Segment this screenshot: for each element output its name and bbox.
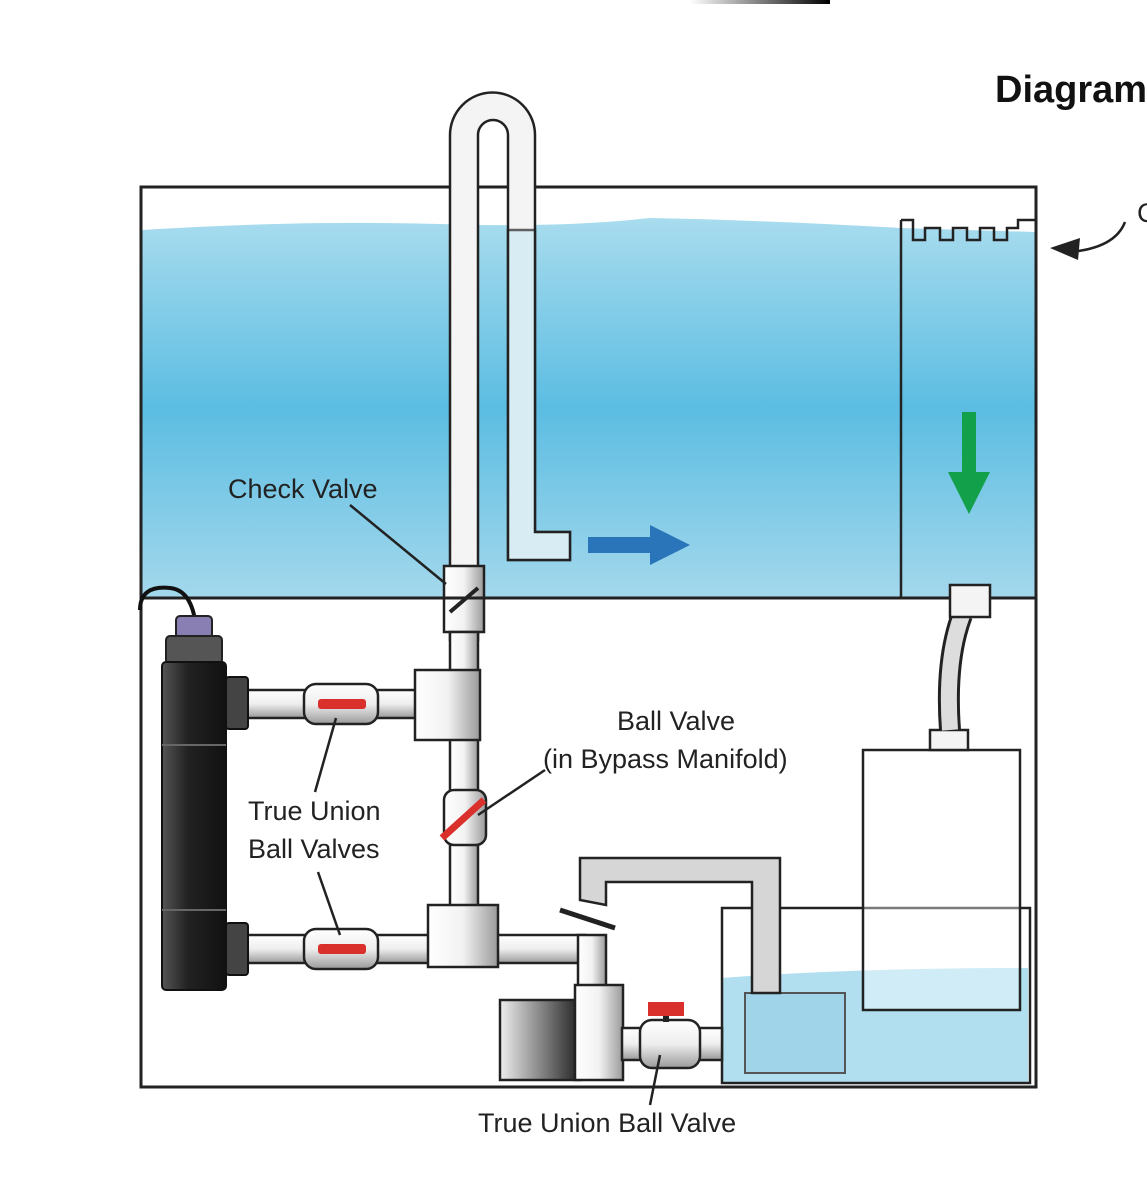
- check-valve-label: Check Valve: [228, 474, 378, 504]
- drain-hose: [937, 583, 992, 731]
- intake-check-valve: [559, 907, 616, 931]
- upper-true-union-valve: [302, 682, 380, 726]
- pump-intake-pipe: [578, 856, 782, 995]
- true-union-label-line2: Ball Valves: [248, 834, 380, 864]
- upper-tee: [413, 668, 482, 742]
- diagram-title: Diagram: [995, 69, 1147, 111]
- flow-arrow-down-icon: [948, 412, 990, 514]
- overflow-box: [899, 218, 1036, 598]
- flow-arrow-right-icon: [588, 525, 690, 565]
- return-pump: [498, 983, 625, 1082]
- pump-valve-leader: [648, 1054, 662, 1106]
- pump-true-union-valve: [620, 1002, 724, 1070]
- true-union-leader-upper: [313, 717, 338, 793]
- filter-chamber: [861, 728, 1022, 1012]
- true-union-single-label: True Union Ball Valve: [478, 1108, 736, 1138]
- bypass-valve-leader: [477, 768, 546, 817]
- lower-tee: [426, 903, 500, 969]
- uv-sterilizer: [138, 585, 249, 991]
- sump-tank: [720, 906, 1032, 1085]
- lower-true-union-valve: [302, 927, 380, 971]
- true-union-label-line1: True Union: [248, 796, 381, 826]
- ball-valve-label-line2: (in Bypass Manifold): [543, 744, 788, 774]
- sump-cabinet: [139, 596, 1038, 1089]
- uv-outlet-pipe: [223, 933, 587, 965]
- check-valve-leader: [349, 504, 447, 585]
- arrowhead-icon: [1050, 238, 1080, 260]
- true-union-leader-lower: [316, 871, 342, 936]
- ball-valve-label-line1: Ball Valve: [617, 706, 735, 736]
- overflow-label-cropped: C: [1137, 198, 1147, 228]
- bypass-ball-valve: [439, 788, 488, 847]
- return-pipe: [448, 91, 572, 642]
- cropped-header-bar: [690, 0, 830, 4]
